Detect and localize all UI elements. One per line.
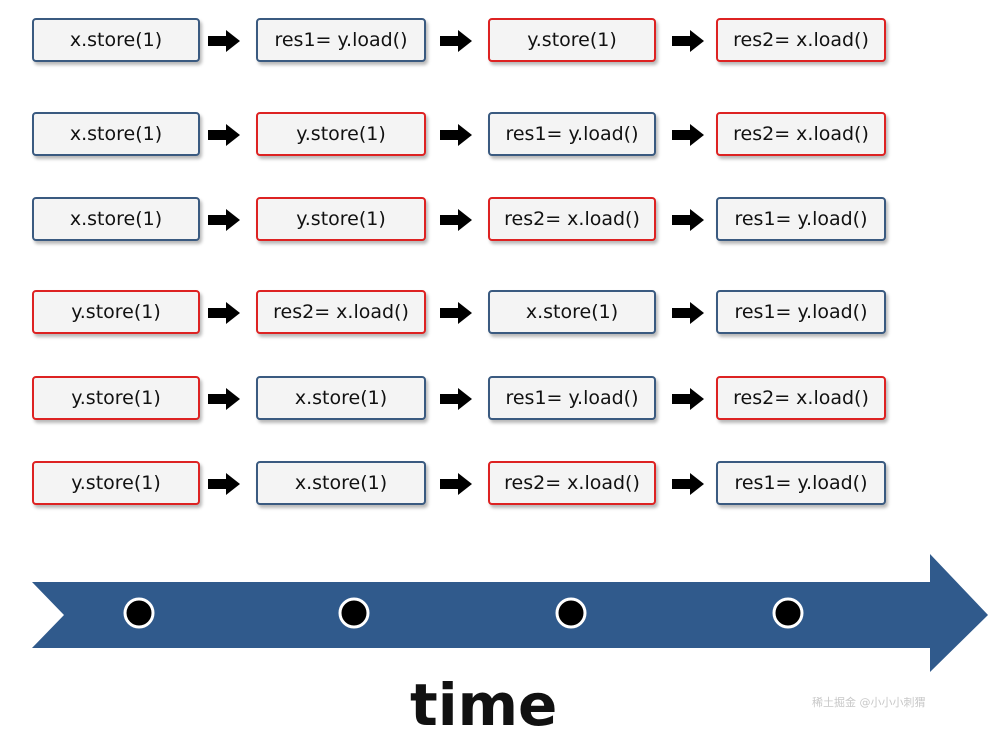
operation-box: res2= x.load()	[716, 376, 886, 420]
right-arrow-icon	[440, 473, 472, 495]
operation-box: y.store(1)	[256, 197, 426, 241]
right-arrow-icon	[672, 124, 704, 146]
right-arrow-icon	[208, 473, 240, 495]
operation-box: y.store(1)	[32, 290, 200, 334]
right-arrow-icon	[672, 302, 704, 324]
timeline-markers	[123, 597, 804, 629]
right-arrow-icon	[672, 388, 704, 410]
right-arrow-icon	[208, 209, 240, 231]
operation-box: x.store(1)	[256, 376, 426, 420]
timeline-marker	[338, 597, 370, 629]
operation-box: res1= y.load()	[488, 376, 656, 420]
operation-box: res1= y.load()	[256, 18, 426, 62]
time-arrow-shape	[32, 554, 988, 672]
operation-box: res1= y.load()	[488, 112, 656, 156]
operation-box: x.store(1)	[256, 461, 426, 505]
right-arrow-icon	[672, 30, 704, 52]
operation-box: res1= y.load()	[716, 290, 886, 334]
right-arrow-icon	[440, 388, 472, 410]
operation-box: res2= x.load()	[716, 18, 886, 62]
operation-box: y.store(1)	[488, 18, 656, 62]
operation-box: res2= x.load()	[488, 197, 656, 241]
timeline-marker	[555, 597, 587, 629]
operation-box: res2= x.load()	[716, 112, 886, 156]
right-arrow-icon	[208, 30, 240, 52]
right-arrow-icon	[440, 124, 472, 146]
operation-box: y.store(1)	[32, 461, 200, 505]
operation-box: x.store(1)	[32, 197, 200, 241]
time-label: time	[410, 671, 558, 739]
timeline-marker	[772, 597, 804, 629]
operation-box: y.store(1)	[32, 376, 200, 420]
operation-box: res2= x.load()	[256, 290, 426, 334]
right-arrow-icon	[440, 209, 472, 231]
watermark: 稀土掘金 @小小小刺猬	[812, 696, 926, 709]
operation-box: res1= y.load()	[716, 197, 886, 241]
operation-box: x.store(1)	[488, 290, 656, 334]
time-arrow	[32, 554, 988, 672]
right-arrow-icon	[440, 302, 472, 324]
right-arrow-icon	[672, 473, 704, 495]
right-arrow-icon	[208, 124, 240, 146]
operation-box: res2= x.load()	[488, 461, 656, 505]
operation-box: x.store(1)	[32, 18, 200, 62]
operation-box: y.store(1)	[256, 112, 426, 156]
right-arrow-icon	[208, 388, 240, 410]
right-arrow-icon	[672, 209, 704, 231]
operation-box: res1= y.load()	[716, 461, 886, 505]
operation-box: x.store(1)	[32, 112, 200, 156]
right-arrow-icon	[208, 302, 240, 324]
timeline-marker	[123, 597, 155, 629]
right-arrow-icon	[440, 30, 472, 52]
